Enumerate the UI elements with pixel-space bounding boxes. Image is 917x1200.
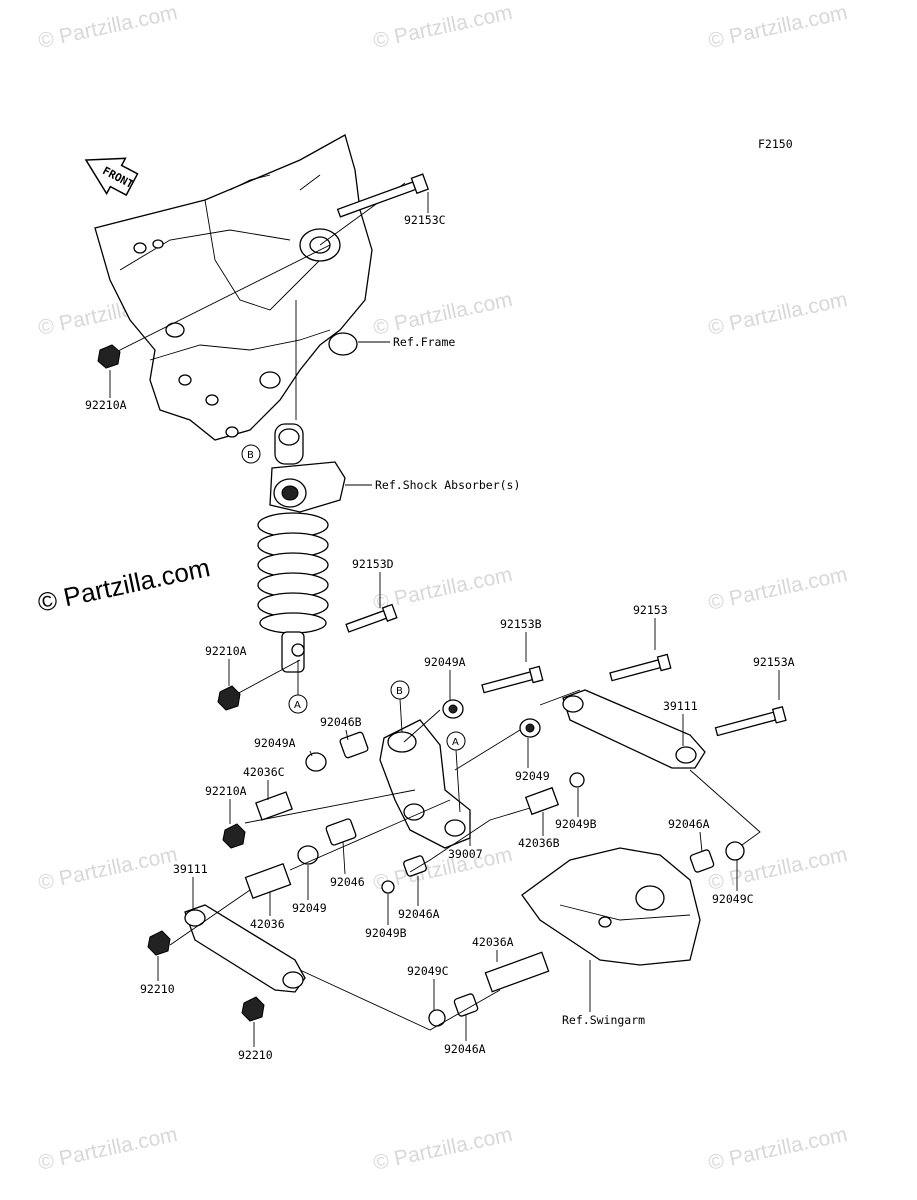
sleeve-42036a bbox=[484, 951, 550, 993]
shock-absorber-drawing bbox=[257, 300, 346, 673]
label-92210-b: 92210 bbox=[238, 1048, 273, 1062]
label-92049b-mid: 92049B bbox=[365, 926, 407, 940]
label-92046a-mid: 92046A bbox=[398, 907, 440, 921]
washer-92049c-low bbox=[428, 1009, 446, 1027]
label-92046a-right: 92046A bbox=[668, 817, 710, 831]
callout-b-rocker-label: B bbox=[396, 686, 403, 697]
label-92210a-mid: 92210A bbox=[205, 644, 247, 658]
label-42036: 42036 bbox=[250, 917, 285, 931]
watermark-grid: © Partzilla.com © Partzilla.com © Partzi… bbox=[35, 1, 849, 1175]
part-labels: 92153C Ref.Frame 92210A Ref.Shock Absorb… bbox=[85, 192, 795, 1062]
watermark-10: © Partzilla.com bbox=[36, 843, 179, 895]
watermark-prominent: © Partzilla.com bbox=[35, 552, 213, 618]
nut-92210a-top bbox=[97, 344, 121, 369]
front-arrow: FRONT bbox=[84, 157, 139, 197]
washer-92049a-left bbox=[305, 752, 327, 772]
bolt-92153 bbox=[609, 653, 672, 682]
nut-92210a-low bbox=[222, 823, 246, 849]
callout-a-rocker: A bbox=[446, 731, 466, 751]
bolt-92153d bbox=[345, 603, 398, 633]
label-92153c: 92153C bbox=[404, 213, 446, 227]
sleeve-42036c bbox=[255, 791, 293, 821]
frame-drawing bbox=[94, 134, 406, 441]
callout-a-shock: A bbox=[288, 694, 308, 714]
label-92049c-low: 92049C bbox=[407, 964, 449, 978]
nut-92210-a bbox=[147, 930, 171, 956]
nut-92210-b bbox=[241, 996, 265, 1022]
bushing-92046a-mid bbox=[403, 855, 427, 877]
label-92049b-right: 92049B bbox=[555, 817, 597, 831]
watermark-13: © Partzilla.com bbox=[36, 1123, 179, 1175]
label-92049a-top: 92049A bbox=[424, 655, 466, 669]
label-42036c: 42036C bbox=[243, 765, 285, 779]
callout-b-rocker: B bbox=[390, 680, 410, 700]
bushing-92046a-low bbox=[453, 993, 479, 1017]
callout-b-frame: B bbox=[241, 444, 261, 464]
label-92049-mid: 92049 bbox=[515, 769, 550, 783]
label-92049-left: 92049 bbox=[292, 901, 327, 915]
nut-92210a-mid bbox=[217, 685, 241, 711]
bolt-92153c bbox=[336, 173, 430, 218]
label-92046a-low: 92046A bbox=[444, 1042, 486, 1056]
tie-rod-right-39111 bbox=[562, 689, 706, 769]
watermark-14: © Partzilla.com bbox=[371, 1123, 514, 1175]
sleeve-42036 bbox=[244, 862, 292, 900]
label-92153a: 92153A bbox=[753, 655, 795, 669]
label-42036a: 42036A bbox=[472, 935, 514, 949]
label-92046: 92046 bbox=[330, 875, 365, 889]
label-92210-a: 92210 bbox=[140, 982, 175, 996]
label-92153: 92153 bbox=[633, 603, 668, 617]
bushing-92046 bbox=[325, 818, 357, 846]
callout-a-rocker-label: A bbox=[452, 737, 459, 748]
label-42036b: 42036B bbox=[518, 836, 560, 850]
watermark-15: © Partzilla.com bbox=[706, 1123, 849, 1175]
washer-92049b-right bbox=[569, 772, 585, 788]
label-92210a-top: 92210A bbox=[85, 398, 127, 412]
label-ref-frame: Ref.Frame bbox=[393, 335, 455, 349]
washer-92049-left bbox=[297, 845, 319, 865]
label-92046b: 92046B bbox=[320, 715, 362, 729]
label-39007: 39007 bbox=[448, 847, 483, 861]
label-39111-left: 39111 bbox=[173, 862, 208, 876]
label-92049a-left: 92049A bbox=[254, 736, 296, 750]
callout-b-frame-label: B bbox=[247, 450, 254, 461]
label-92210a-low: 92210A bbox=[205, 784, 247, 798]
label-92153d: 92153D bbox=[352, 557, 394, 571]
bolt-92153a bbox=[714, 705, 787, 737]
watermark-3: © Partzilla.com bbox=[706, 1, 849, 53]
bushing-92046a-right bbox=[689, 849, 715, 873]
bolt-92153b bbox=[481, 665, 544, 694]
label-92153b: 92153B bbox=[500, 617, 542, 631]
watermark-2: © Partzilla.com bbox=[371, 1, 514, 53]
tie-rod-left-39111 bbox=[184, 904, 306, 993]
washer-92049b-mid bbox=[381, 880, 395, 894]
watermark-1: © Partzilla.com bbox=[36, 1, 179, 53]
watermark-5: © Partzilla.com bbox=[371, 288, 514, 340]
swingarm-drawing bbox=[521, 847, 701, 966]
sleeve-42036b bbox=[524, 786, 560, 816]
washer-92049c-right bbox=[725, 841, 745, 861]
callout-a-shock-label: A bbox=[294, 700, 301, 711]
assembly-lines bbox=[169, 689, 761, 1031]
label-39111-right: 39111 bbox=[663, 699, 698, 713]
label-ref-swingarm: Ref.Swingarm bbox=[562, 1013, 645, 1027]
watermark-6: © Partzilla.com bbox=[706, 288, 849, 340]
figure-code: F2150 bbox=[758, 137, 793, 151]
shock-spring bbox=[257, 512, 329, 634]
bushing-92046b bbox=[339, 731, 369, 759]
watermark-9: © Partzilla.com bbox=[706, 563, 849, 615]
label-ref-shock: Ref.Shock Absorber(s) bbox=[375, 478, 520, 492]
label-92049c-right: 92049C bbox=[712, 892, 754, 906]
